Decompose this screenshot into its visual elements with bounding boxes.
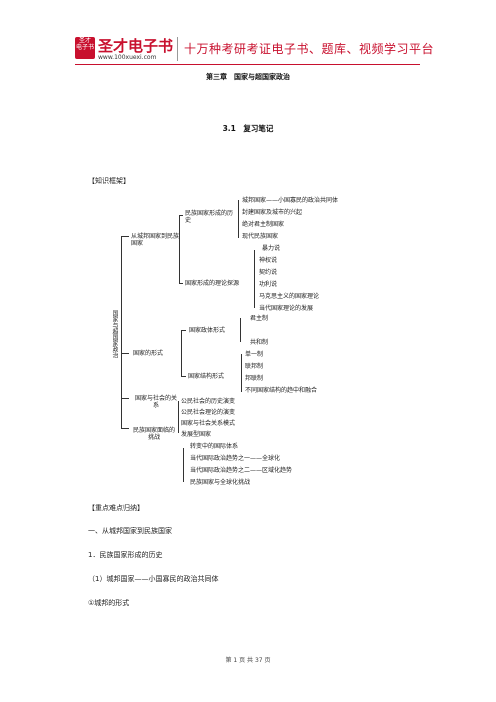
leaf-label: 当代国际政治趋势之一——全球化 xyxy=(190,455,281,462)
leaf-label: 单一制 xyxy=(245,351,264,358)
b2-connector xyxy=(181,330,182,376)
leaf-label: 不同国家结构的趋中和融合 xyxy=(245,387,318,394)
root-to-b3-line xyxy=(121,398,129,399)
leaf-label: 功利说 xyxy=(259,281,278,288)
b2-to-s4-line xyxy=(181,376,186,377)
leaf-label: 君主制 xyxy=(250,315,269,322)
page-footer: 第 1 页 共 37 页 xyxy=(225,657,271,664)
leaf-label: 邦联制 xyxy=(245,375,264,382)
branch-label: 国家与社会的关系 xyxy=(135,395,178,409)
leaf-label: 马克思主义的国家理论 xyxy=(259,293,320,300)
branch-label: 从城邦国家到民族国家 xyxy=(131,233,180,247)
leaf-label: 暴力说 xyxy=(262,245,281,252)
leaf-label: 公民社会理论的演变 xyxy=(181,409,236,416)
leaf-label: 契约说 xyxy=(259,269,278,276)
s4-connector xyxy=(241,354,242,392)
section-title: 3.1 复习笔记 xyxy=(222,124,274,133)
root-to-b4-line xyxy=(121,428,129,429)
sub-label: 国家结构形式 xyxy=(188,373,225,380)
sub-label: 国家政体形式 xyxy=(189,327,226,334)
s3-connector xyxy=(240,318,241,342)
brand-logo: 圣才 电子书 xyxy=(75,37,95,59)
heading-level-2: 1．民族国家形成的历史 xyxy=(88,551,163,559)
framework-label: 【知识框架】 xyxy=(88,177,130,185)
b1-to-s2-line xyxy=(179,283,183,284)
keypoints-label: 【重点难点归纳】 xyxy=(88,504,144,512)
root-trunk-line xyxy=(121,236,122,428)
s1-connector xyxy=(238,200,239,238)
leaf-label: 共和制 xyxy=(250,339,269,346)
sub-label: 国家形成的理论探源 xyxy=(185,280,240,287)
leaf-label: 民族国家与全球化挑战 xyxy=(190,479,251,486)
b2-to-s3-line xyxy=(181,330,186,331)
leaf-label: 绝对君主制国家 xyxy=(242,221,285,228)
logo-bottom-text: 电子书 xyxy=(75,44,94,51)
branch-label: 民族国家面临的挑战 xyxy=(133,427,176,441)
leaf-label: 公民社会的历史演变 xyxy=(181,398,236,405)
logo-top-text: 圣才 xyxy=(78,37,91,44)
b4-connector xyxy=(183,448,184,482)
s2-connector xyxy=(254,250,255,308)
b1-to-s1-line xyxy=(179,215,183,216)
leaf-label: 当代国际政治趋势之二——区域化趋势 xyxy=(190,467,293,474)
leaf-label: 国家与社会关系模式 xyxy=(181,420,236,427)
mindmap-root: 国家与超国家政治 xyxy=(111,310,118,358)
branch-label: 国家的形式 xyxy=(133,350,164,357)
leaf-label: 转变中的国际体系 xyxy=(190,443,239,450)
leaf-label: 城邦国家——小国寡民的政治共同体 xyxy=(242,197,339,204)
b3-connector xyxy=(178,401,179,433)
root-to-b1-line xyxy=(121,236,129,237)
leaf-label: 现代民族国家 xyxy=(242,233,279,240)
header-slogan: 十万种考研考证电子书、题库、视频学习平台 xyxy=(184,42,435,56)
chapter-title: 第三章 国家与超国家政治 xyxy=(206,73,290,81)
header-rule xyxy=(75,64,420,65)
b1-connector xyxy=(179,215,180,283)
heading-level-1: 一、从城邦国家到民族国家 xyxy=(88,527,172,535)
leaf-label: 发展型国家 xyxy=(181,431,212,438)
leaf-label: 封建国家及城市的兴起 xyxy=(242,209,303,216)
brand-url[interactable]: www.100xuexi.com xyxy=(98,54,157,61)
leaf-label: 当代国家理论的发展 xyxy=(259,305,314,312)
sub-label: 民族国家形成的历史 xyxy=(185,210,234,224)
root-to-b2-line xyxy=(121,353,129,354)
leaf-label: 联邦制 xyxy=(245,363,264,370)
brand-name: 圣才电子书 xyxy=(98,37,174,55)
heading-level-4: ①城邦的形式 xyxy=(88,599,130,607)
leaf-label: 神权说 xyxy=(259,257,278,264)
header-separator xyxy=(177,37,178,61)
heading-level-3: （1）城邦国家——小国寡民的政治共同体 xyxy=(88,575,219,583)
